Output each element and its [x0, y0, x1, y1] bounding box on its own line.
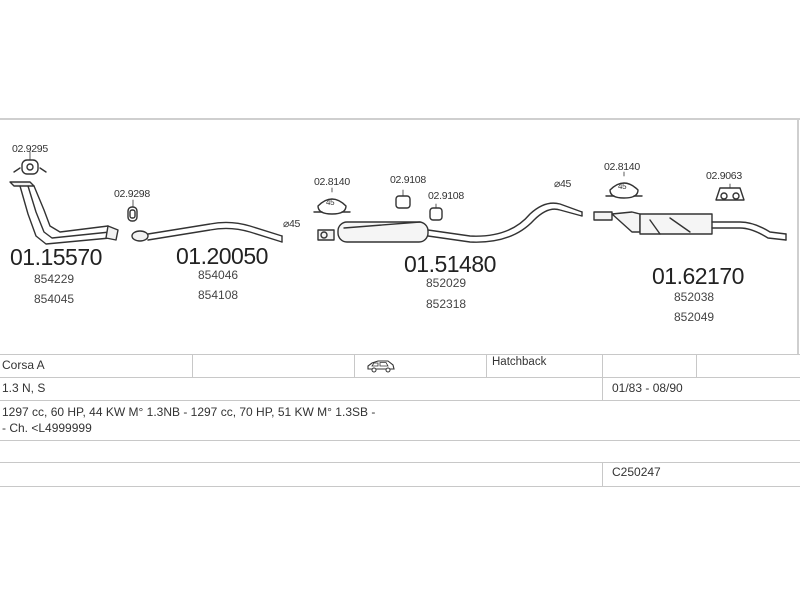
table-column-divider: [354, 354, 355, 377]
part-reference: 854108: [198, 288, 239, 302]
rubber-02-9108-a-drawing: [395, 195, 411, 209]
table-column-divider: [696, 354, 697, 377]
vehicle-model: Corsa A: [2, 358, 45, 372]
part-reference: 852318: [426, 297, 467, 311]
small-part-label: 02.9295: [12, 143, 48, 155]
small-part-label: 02.9298: [114, 188, 150, 200]
part-reference: 854045: [34, 292, 75, 306]
small-part-label: 02.9063: [706, 170, 742, 182]
hanger-02-9063-drawing: [715, 187, 745, 201]
part-reference: 854046: [198, 268, 239, 282]
frame-right-border: [797, 118, 799, 354]
clamp-02-9295-drawing: [13, 159, 47, 175]
table-row-divider: [0, 377, 800, 378]
part-reference: 852029: [426, 276, 467, 290]
small-part-label: 02.8140: [314, 176, 350, 188]
table-row-divider: [0, 400, 800, 401]
part-reference: 852038: [674, 290, 715, 304]
front-silencer-drawing: [317, 202, 583, 243]
part-reference: 854229: [34, 272, 75, 286]
middle-pipe-drawing: [131, 221, 283, 243]
clamp-02-8140-a-drawing: [313, 198, 351, 215]
part-number: 01.15570: [10, 244, 102, 270]
rear-silencer-drawing: [593, 211, 787, 241]
exhaust-diagram: [9, 151, 787, 245]
production-period: 01/83 - 08/90: [612, 381, 683, 395]
table-row-divider: [0, 462, 800, 463]
table-column-divider: [602, 462, 603, 486]
part-number: 01.51480: [404, 251, 496, 277]
frame-top-border: [0, 118, 800, 120]
ring-02-9298-drawing: [127, 206, 138, 222]
part-reference: 852049: [674, 310, 715, 324]
table-column-divider: [602, 354, 603, 377]
small-part-label: 02.9108: [390, 174, 426, 186]
rubber-02-9108-b-drawing: [429, 207, 443, 221]
catalog-code: C250247: [612, 465, 661, 479]
table-row-divider: [0, 440, 800, 441]
engine-spec-line-2: - Ch. <L4999999: [2, 421, 92, 435]
engine-spec-line-1: 1297 cc, 60 HP, 44 KW M° 1.3NB - 1297 cc…: [2, 405, 376, 419]
part-number: 01.62170: [652, 263, 744, 289]
table-row-divider: [0, 354, 800, 355]
table-column-divider: [192, 354, 193, 377]
engine-variant: 1.3 N, S: [2, 381, 46, 395]
diameter-label: ⌀45: [554, 178, 572, 190]
table-row-divider: [0, 486, 800, 487]
car-icon: [367, 360, 395, 373]
clamp-size-label-a: 45: [326, 198, 335, 207]
small-part-label: 02.8140: [604, 161, 640, 173]
clamp-size-label-b: 45: [618, 182, 627, 191]
part-number: 01.20050: [176, 243, 268, 269]
table-column-divider: [602, 377, 603, 400]
table-column-divider: [486, 354, 487, 377]
body-type: Hatchback: [492, 356, 547, 368]
clamp-02-8140-b-drawing: [605, 182, 643, 199]
small-part-label: 02.9108: [428, 190, 464, 202]
front-pipe-drawing: [9, 181, 119, 245]
diameter-label: ⌀45: [283, 218, 301, 230]
